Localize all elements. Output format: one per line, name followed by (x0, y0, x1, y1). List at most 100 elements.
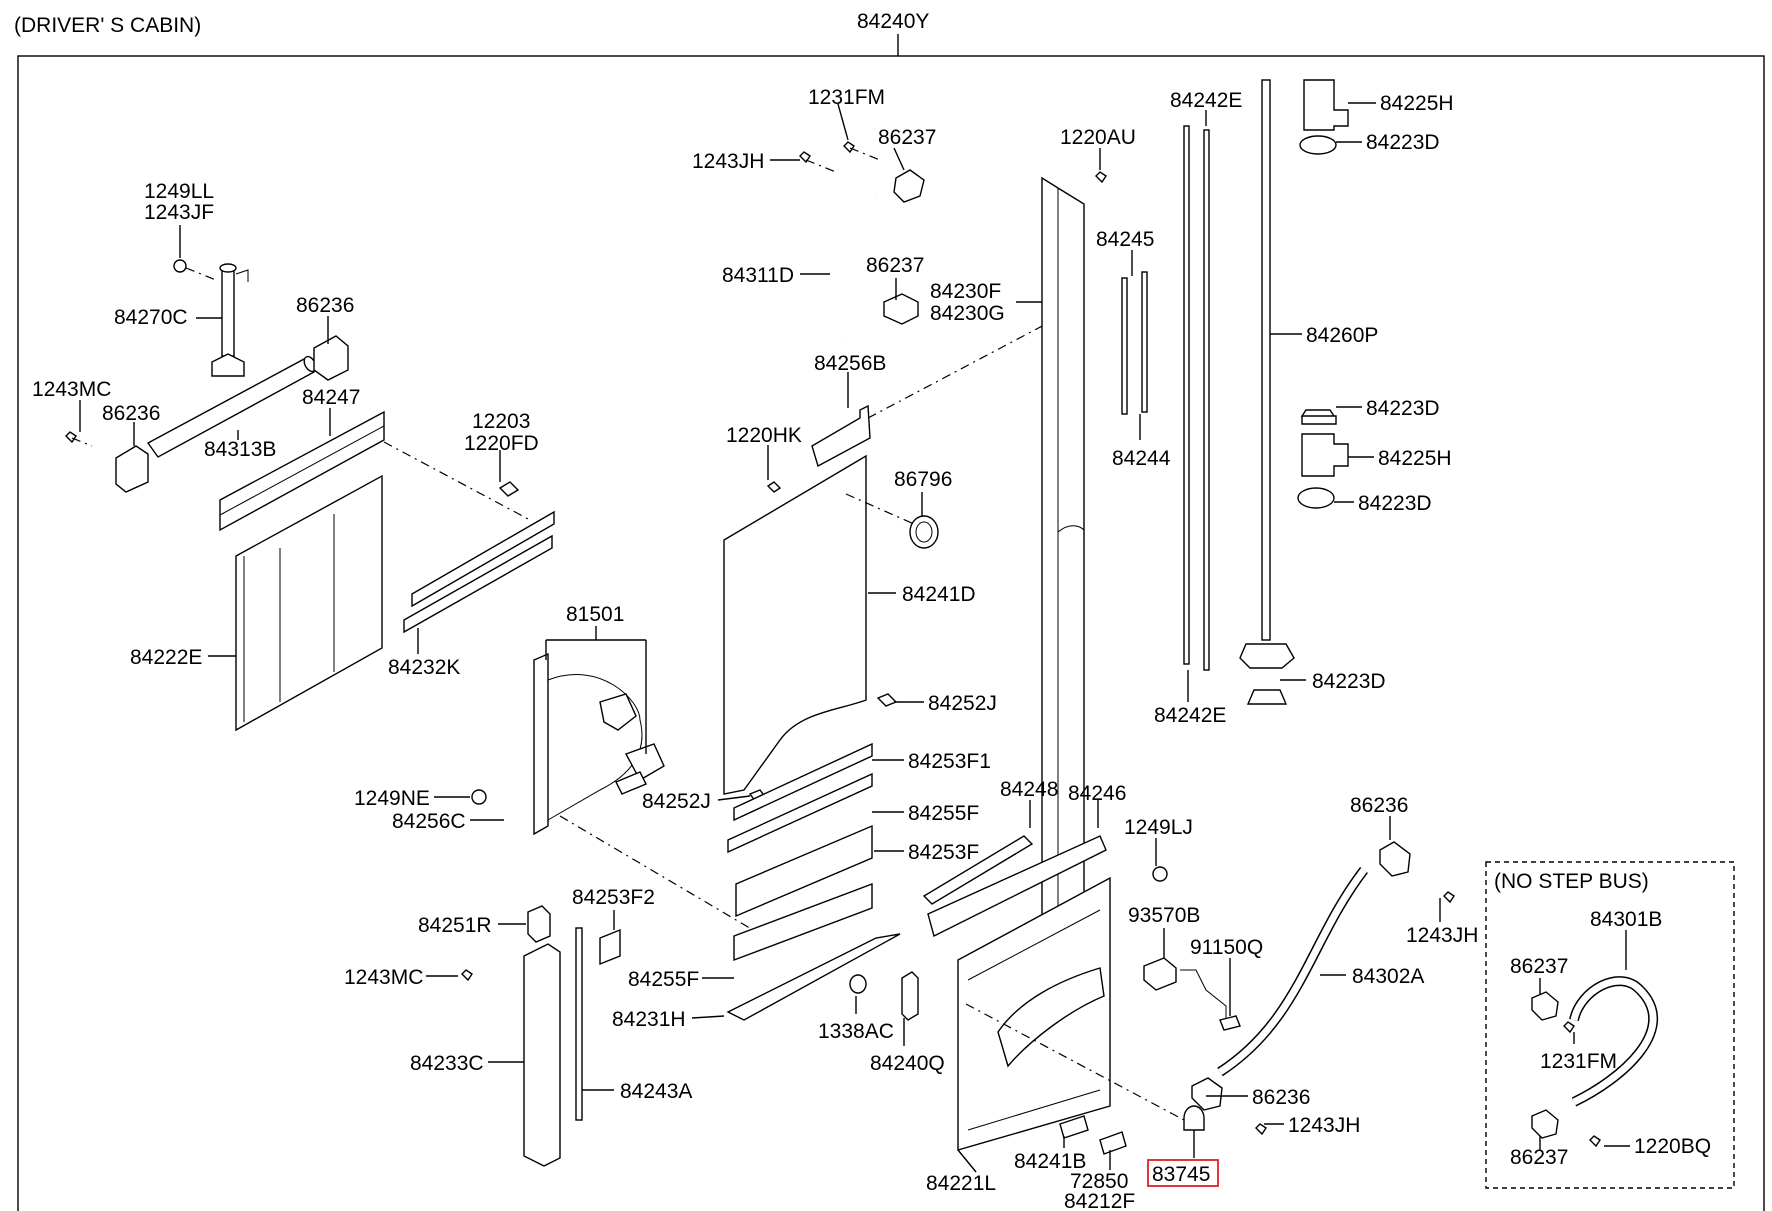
label-84253f: 84253F (908, 841, 979, 864)
panel-84222e (235, 474, 383, 732)
label-1243jf: 1243JF (144, 201, 214, 224)
label-84223d-2: 84223D (1366, 397, 1440, 420)
panel-84221l (957, 876, 1111, 1151)
label-84246: 84246 (1068, 782, 1126, 805)
label-12203: 12203 (472, 410, 530, 433)
label-84255f-bot: 84255F (628, 968, 699, 991)
strips-84245-84244 (1121, 271, 1148, 415)
grommet-86796 (909, 515, 939, 549)
label-84225h-mid: 84225H (1378, 447, 1452, 470)
label-84245: 84245 (1096, 228, 1154, 251)
clip-84252j-right (876, 693, 898, 707)
label-84242e-top: 84242E (1170, 89, 1242, 112)
part-72850 (1099, 1131, 1127, 1155)
label-84223d-3: 84223D (1358, 492, 1432, 515)
label-84247: 84247 (302, 386, 360, 409)
screw-1220hk (766, 481, 782, 493)
label-84222e: 84222E (130, 646, 202, 669)
strip-84246 (927, 835, 1107, 938)
screw-1243jh-right (1443, 891, 1455, 904)
label-84260p: 84260P (1306, 324, 1378, 347)
no-step-bus-box (1485, 861, 1735, 1189)
label-81501: 81501 (566, 603, 624, 626)
screw-1220fd (498, 481, 520, 497)
label-84311d: 84311D (722, 264, 794, 287)
bolt-1249ll (173, 259, 217, 281)
strip-84243a (575, 927, 583, 1121)
label-84223d-1: 84223D (1366, 131, 1440, 154)
label-84225h-top: 84225H (1380, 92, 1454, 115)
label-83745: 83745 (1152, 1163, 1210, 1186)
rail-84253f1 (733, 742, 873, 822)
glass-84241d (723, 454, 867, 795)
rail-84231h (726, 933, 901, 1021)
label-1220au: 1220AU (1060, 126, 1136, 149)
label-1231fm-nsb: 1231FM (1540, 1050, 1617, 1073)
screw-1220au (1095, 171, 1107, 184)
label-86236-right: 86236 (1350, 794, 1408, 817)
label-84241b: 84241B (1014, 1150, 1086, 1173)
cap-83745 (1183, 1105, 1205, 1131)
leader-lines (79, 102, 1630, 1173)
screw-1220bq (1589, 1135, 1601, 1148)
grommet-1338ac (849, 974, 867, 994)
label-1243jh-right: 1243JH (1406, 924, 1478, 947)
label-84240q: 84240Q (870, 1052, 945, 1075)
label-86236-top: 86236 (296, 294, 354, 317)
label-84231h: 84231H (612, 1008, 686, 1031)
label-84251r: 84251R (418, 914, 492, 937)
assembly-frame (17, 55, 1765, 1211)
label-84244: 84244 (1112, 447, 1171, 470)
bracket-86237-nsb-bot (1531, 1109, 1559, 1139)
label-72850: 72850 (1070, 1170, 1128, 1193)
washer-84223d-2 (1300, 409, 1337, 425)
bolt-1249ne (471, 789, 487, 805)
label-84253f1: 84253F1 (908, 750, 991, 773)
hinge-84225h-top (1303, 79, 1349, 131)
rail-84247 (219, 410, 385, 532)
label-84253f2: 84253F2 (572, 886, 655, 909)
bracket-84240q (901, 971, 919, 1021)
strips-84242e (1183, 125, 1210, 671)
label-1243mc-top: 1243MC (32, 378, 111, 401)
label-1231fm-top: 1231FM (808, 86, 885, 109)
guide-line-81501 (559, 815, 771, 941)
rail-84255f-bot (733, 882, 873, 962)
bracket-84253f2 (599, 928, 621, 966)
strip-84248 (922, 835, 1034, 905)
bolt-1243mc-top (65, 431, 93, 447)
label-1243jh-top: 1243JH (692, 150, 764, 173)
label-84256b: 84256B (814, 352, 886, 375)
label-84241d: 84241D (902, 583, 976, 606)
label-84301b: 84301B (1590, 908, 1662, 931)
label-84230f: 84230F (930, 280, 1001, 303)
bolt-1243mc-bot (461, 969, 473, 982)
label-84233c: 84233C (410, 1052, 484, 1075)
bar-84313b (146, 355, 317, 458)
label-86237-top: 86237 (878, 126, 936, 149)
washer-84223d-1 (1299, 135, 1337, 155)
screw-1249lj (1152, 866, 1168, 882)
header-note: (DRIVER' S CABIN) (14, 14, 201, 37)
label-84256c: 84256C (392, 810, 466, 833)
label-84313b: 84313B (204, 438, 276, 461)
label-1243jh-low: 1243JH (1288, 1114, 1360, 1137)
label-84243a: 84243A (620, 1080, 692, 1103)
pole-84270c (211, 263, 249, 377)
bracket-84256b (811, 404, 871, 468)
connector-91150q (1219, 1015, 1241, 1031)
label-1338ac: 1338AC (818, 1020, 894, 1043)
handle-84301b (1569, 976, 1659, 1107)
bracket-86236-left (115, 445, 149, 493)
label-93570b: 93570B (1128, 904, 1200, 927)
assembly-number: 84240Y (857, 10, 929, 33)
pillar-84233c (523, 943, 561, 1167)
lock-93570b (1143, 957, 1177, 991)
label-84255f-top: 84255F (908, 802, 979, 825)
label-91150q: 91150Q (1190, 936, 1263, 959)
no-step-bus-note: (NO STEP BUS) (1494, 870, 1649, 893)
post-84260p (1239, 79, 1295, 705)
label-1249ll: 1249LL (144, 180, 214, 203)
washer-84223d-3 (1297, 487, 1335, 509)
